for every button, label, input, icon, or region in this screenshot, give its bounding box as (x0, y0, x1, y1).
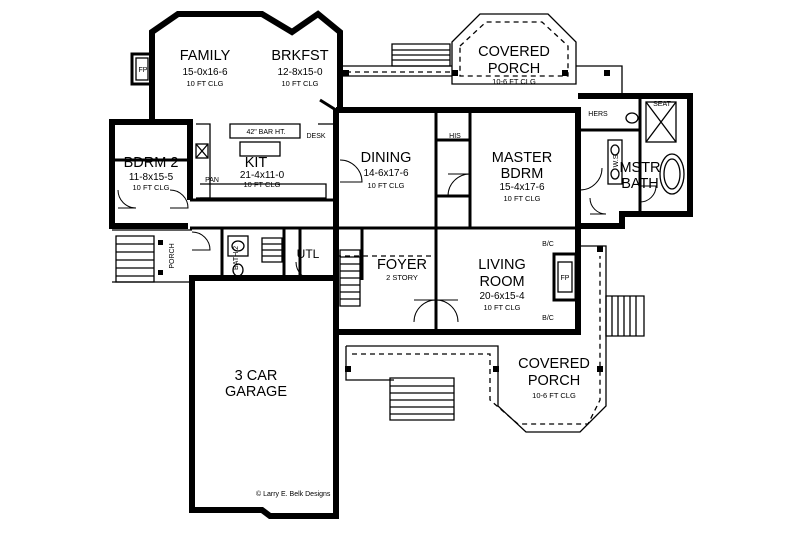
porch-top-name1: COVERED (478, 44, 550, 60)
stairs (261, 237, 361, 307)
living-dim: 20-6x15-4 (479, 291, 524, 302)
family-dim: 15-0x16-6 (182, 67, 227, 78)
bar-label: 42" BAR HT. (246, 129, 285, 136)
bath2-label: BATH 2 (233, 246, 240, 270)
fp-family-label: FP (139, 67, 148, 74)
bdrm2-name: BDRM 2 (124, 155, 179, 171)
family-clg: 10 FT CLG (187, 79, 224, 88)
master-name2: BDRM (501, 166, 544, 182)
his-label: HIS (449, 133, 461, 140)
top-porch (340, 13, 623, 96)
bath-fixtures (227, 101, 685, 277)
bc-top-label: B/C (542, 241, 554, 248)
doors (117, 159, 657, 323)
garage-name1: 3 CAR (235, 368, 278, 384)
room-labels: FAMILY 15-0x16-6 10 FT CLG BRKFST 12-8x1… (124, 44, 661, 400)
kit-clg: 10 FT CLG (244, 180, 281, 189)
utl-label: UTL (297, 247, 320, 261)
master-clg: 10 FT CLG (504, 194, 541, 203)
bottom-porch (345, 245, 645, 433)
foyer-name: FOYER (377, 257, 427, 273)
small-labels: 42" BAR HT. DESK PAN HIS HERS SEAT W.S. … (139, 67, 672, 322)
mstr-bath-name2: BATH (621, 176, 659, 192)
designer-credit: © Larry E. Belk Designs (256, 490, 331, 498)
fireplaces (130, 52, 578, 302)
desk-label: DESK (306, 133, 325, 140)
bdrm2-clg: 10 FT CLG (133, 183, 170, 192)
dining-name: DINING (361, 150, 412, 166)
bc-bottom-label: B/C (542, 315, 554, 322)
brkfst-clg: 10 FT CLG (282, 79, 319, 88)
kit-dim: 21-4x11-0 (240, 170, 285, 181)
porch-bottom-name1: COVERED (518, 356, 590, 372)
porch-top-name2: PORCH (488, 61, 540, 77)
seat-label: SEAT (653, 101, 671, 108)
pan-label: PAN (205, 177, 219, 184)
brkfst-name: BRKFST (271, 48, 328, 64)
bdrm2-dim: 11-8x15-5 (129, 172, 174, 183)
brkfst-dim: 12-8x15-0 (277, 67, 322, 78)
hers-label: HERS (588, 111, 608, 118)
porch-bottom-name2: PORCH (528, 373, 580, 389)
kit-name: KIT (245, 155, 268, 171)
master-dim: 15-4x17-6 (499, 182, 544, 193)
garage-name2: GARAGE (225, 384, 287, 400)
mstr-bath-name1: MSTR (619, 160, 660, 176)
living-clg: 10 FT CLG (484, 303, 521, 312)
living-name1: LIVING (478, 257, 526, 273)
master-name1: MASTER (492, 150, 552, 166)
porch-bottom-clg: 10-6 FT CLG (532, 391, 576, 400)
dining-clg: 10 FT CLG (368, 181, 405, 190)
porch-top-clg: 10-6 FT CLG (492, 77, 536, 86)
family-name: FAMILY (180, 48, 231, 64)
porch-side-label: PORCH (169, 243, 176, 268)
foyer-sub: 2 STORY (386, 273, 418, 282)
dining-dim: 14-6x17-6 (363, 168, 408, 179)
kitchen-counters (195, 123, 335, 199)
ws-label: W.S. (613, 153, 620, 168)
side-porch (112, 229, 192, 283)
living-name2: ROOM (479, 274, 524, 290)
interior-walls (112, 96, 642, 332)
fp-living-label: FP (561, 275, 570, 282)
